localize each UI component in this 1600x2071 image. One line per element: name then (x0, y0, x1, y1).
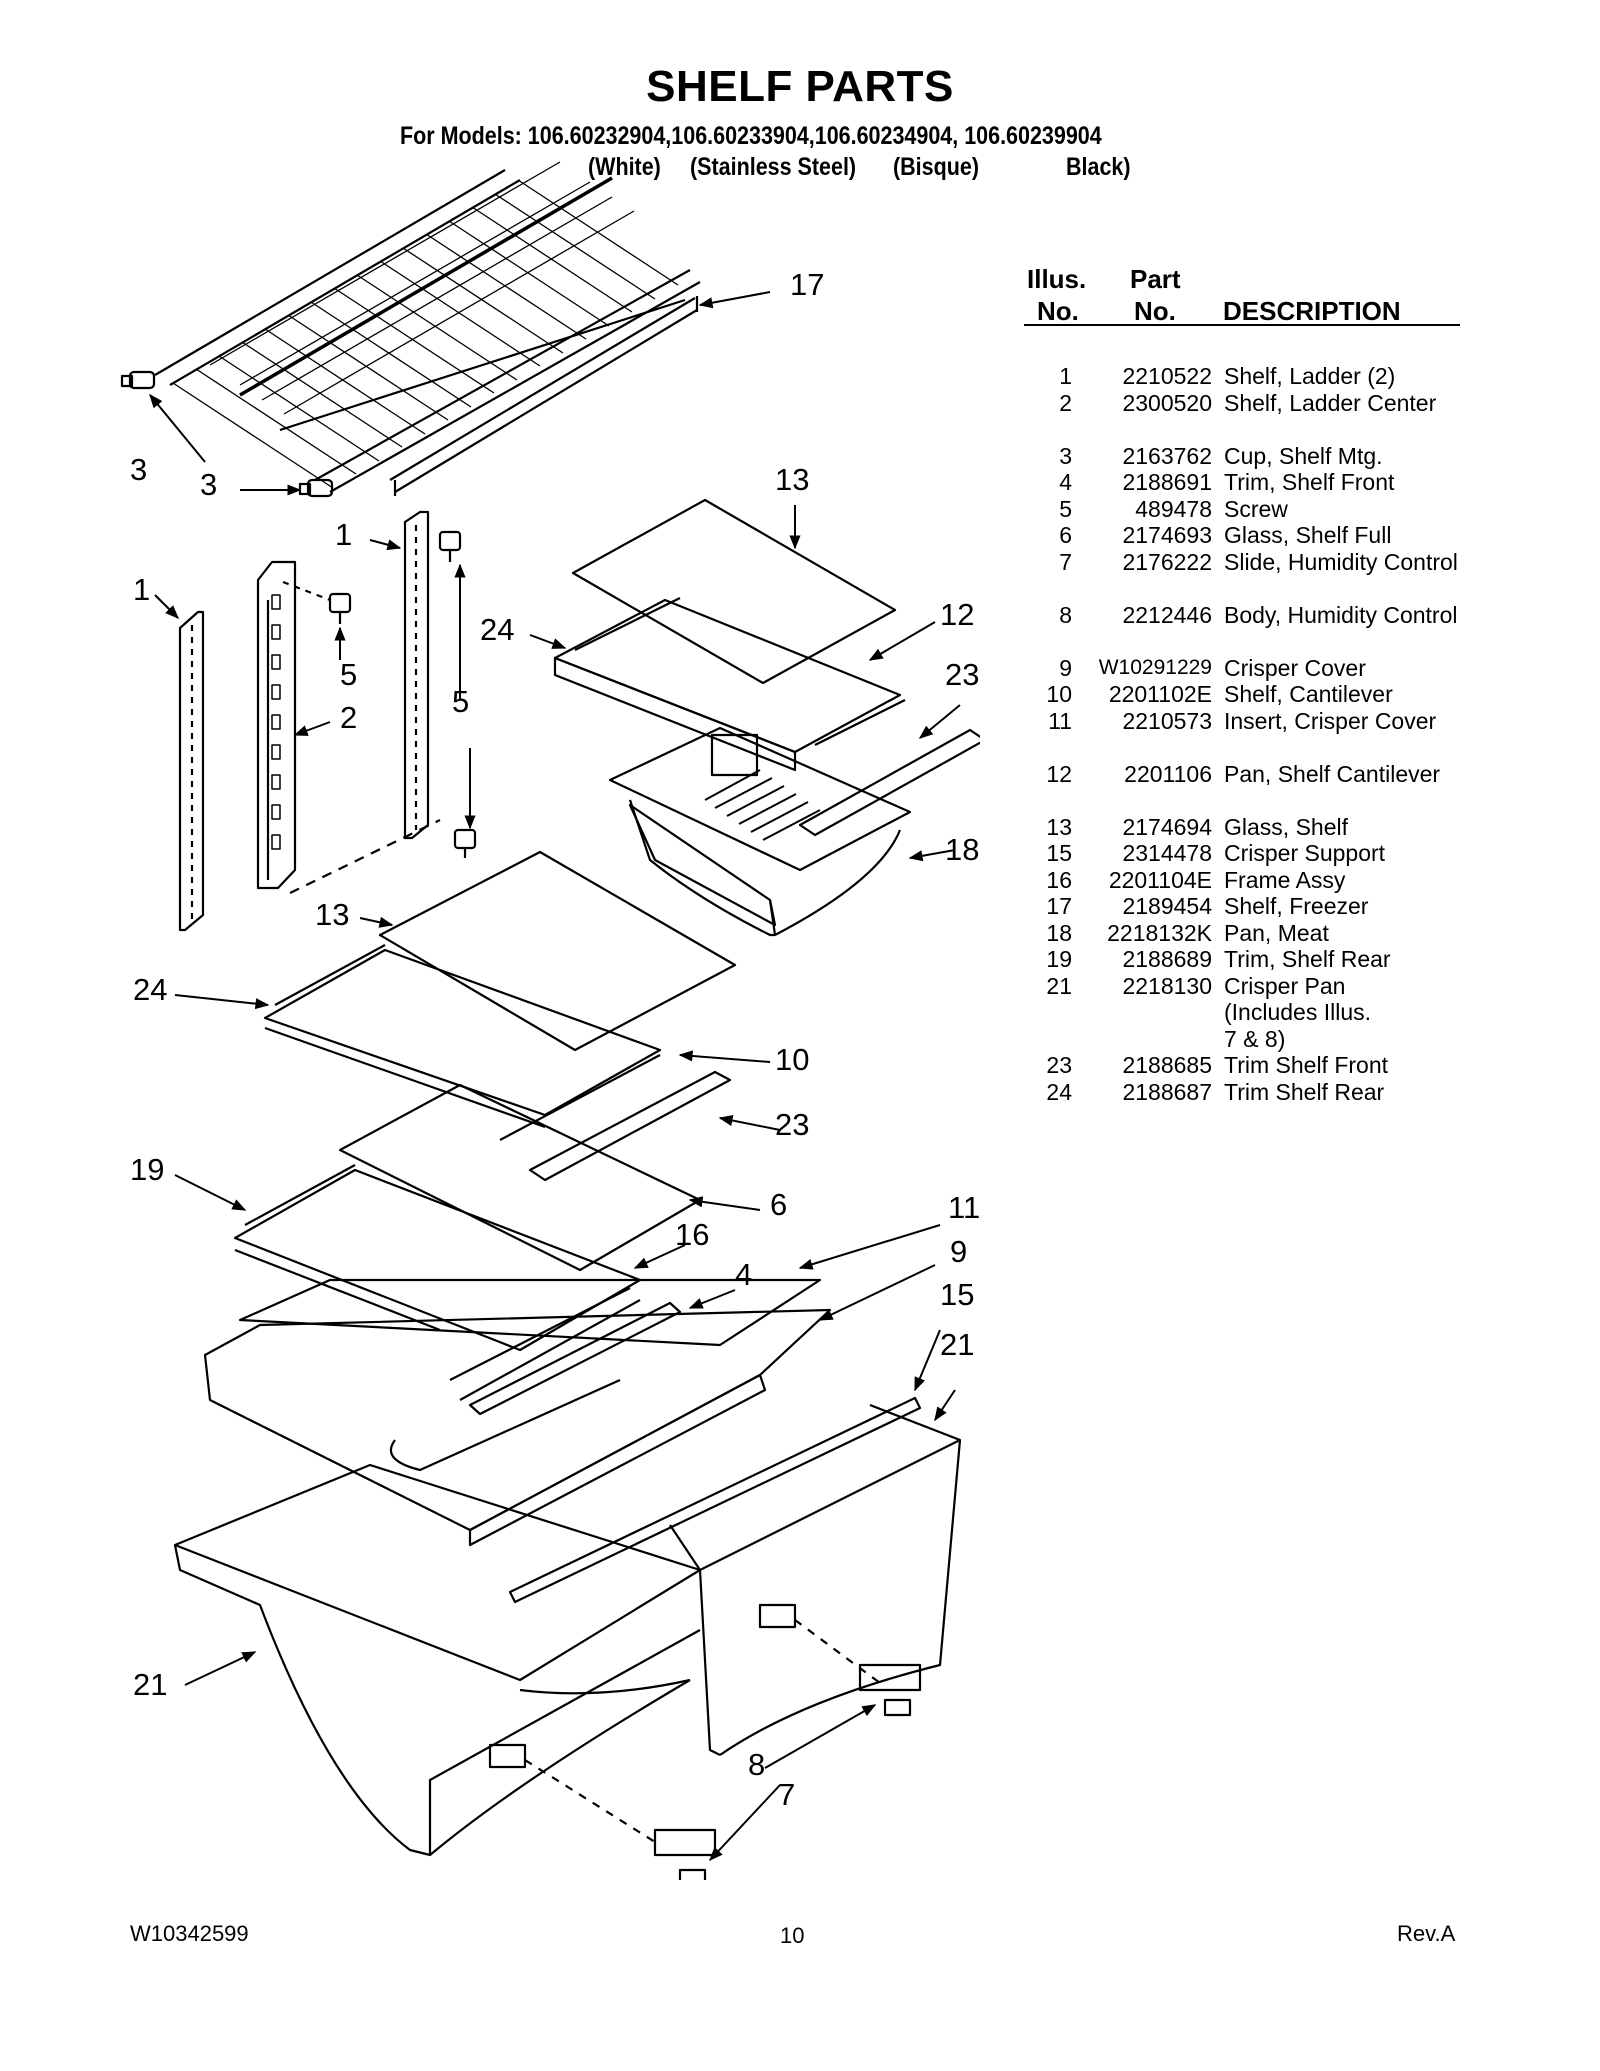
cantilever-pan-frame (553, 597, 906, 772)
page-number: 10 (780, 1923, 805, 1948)
callout-9: 9 (950, 1234, 967, 1269)
trim-shelf-front (528, 1070, 732, 1182)
ladder-rails (178, 510, 441, 932)
callout-4: 4 (735, 1257, 752, 1292)
doc-number: W10342599 (130, 1921, 249, 1946)
finish-white: (White) (588, 153, 661, 181)
glass-shelf-full (338, 1083, 702, 1272)
revision: Rev.A (1397, 1921, 1456, 1946)
callout-numbers: 17 3 3 13 12 23 24 1 1 5 5 2 18 13 24 10… (130, 267, 980, 1812)
table-header-rule (1024, 324, 1460, 326)
trim-shelf-front-lower (468, 1301, 682, 1416)
header-illus-bottom: No. (1037, 296, 1079, 326)
callout-5-right: 5 (452, 684, 469, 719)
finish-black: Black) (1066, 153, 1131, 181)
callout-1-left: 1 (133, 572, 150, 607)
callout-16: 16 (675, 1217, 709, 1252)
crisper-cover (203, 1278, 832, 1547)
callout-23-upper: 23 (945, 657, 979, 692)
glass-shelf-middle (378, 850, 737, 1052)
callout-3-upper: 3 (200, 467, 217, 502)
shelf-mounting-cups (120, 370, 334, 498)
callout-5-left: 5 (340, 657, 357, 692)
glass-shelf-upper (571, 498, 897, 685)
callout-15: 15 (940, 1277, 974, 1312)
header-illus-top: Illus. (1027, 264, 1087, 294)
screws (328, 530, 477, 858)
cantilever-shelf (263, 944, 662, 1141)
header-description: DESCRIPTION (1223, 296, 1401, 326)
callout-leaders (149, 291, 961, 1862)
callout-6: 6 (770, 1187, 787, 1222)
callout-17: 17 (790, 267, 824, 302)
header-part-bottom: No. (1134, 296, 1176, 326)
callout-13-lower: 13 (315, 897, 349, 932)
humidity-controls (653, 1663, 922, 1880)
crisper-support (508, 1396, 922, 1604)
callout-13-upper: 13 (775, 462, 809, 497)
models-line: For Models: 106.60232904,106.60233904,10… (400, 122, 1102, 150)
freezer-shelf (154, 161, 701, 496)
crisper-pans (173, 1403, 962, 1857)
meat-pan (608, 726, 980, 937)
callout-24-lower: 24 (133, 972, 167, 1007)
callout-23-lower: 23 (775, 1107, 809, 1142)
callout-18: 18 (945, 832, 979, 867)
exploded-parts-diagram: 17 3 3 13 12 23 24 1 1 5 5 2 18 13 24 10… (120, 161, 980, 1880)
callout-7: 7 (778, 1777, 795, 1812)
callout-10: 10 (775, 1042, 809, 1077)
callout-24-upper: 24 (480, 612, 514, 647)
callout-3-lower: 3 (130, 452, 147, 487)
page-title: SHELF PARTS (646, 62, 954, 111)
header-part-top: Part (1130, 264, 1181, 294)
shelf-frame (233, 1164, 642, 1381)
finish-bisque: (Bisque) (893, 153, 979, 181)
callout-8: 8 (748, 1747, 765, 1782)
callout-11: 11 (948, 1190, 980, 1225)
callout-2: 2 (340, 700, 357, 735)
callout-1-right: 1 (335, 517, 352, 552)
callout-21-left: 21 (133, 1667, 167, 1702)
callout-21-right: 21 (940, 1327, 974, 1362)
callout-12: 12 (940, 597, 974, 632)
finish-stainless: (Stainless Steel) (690, 153, 857, 181)
callout-19: 19 (130, 1152, 164, 1187)
